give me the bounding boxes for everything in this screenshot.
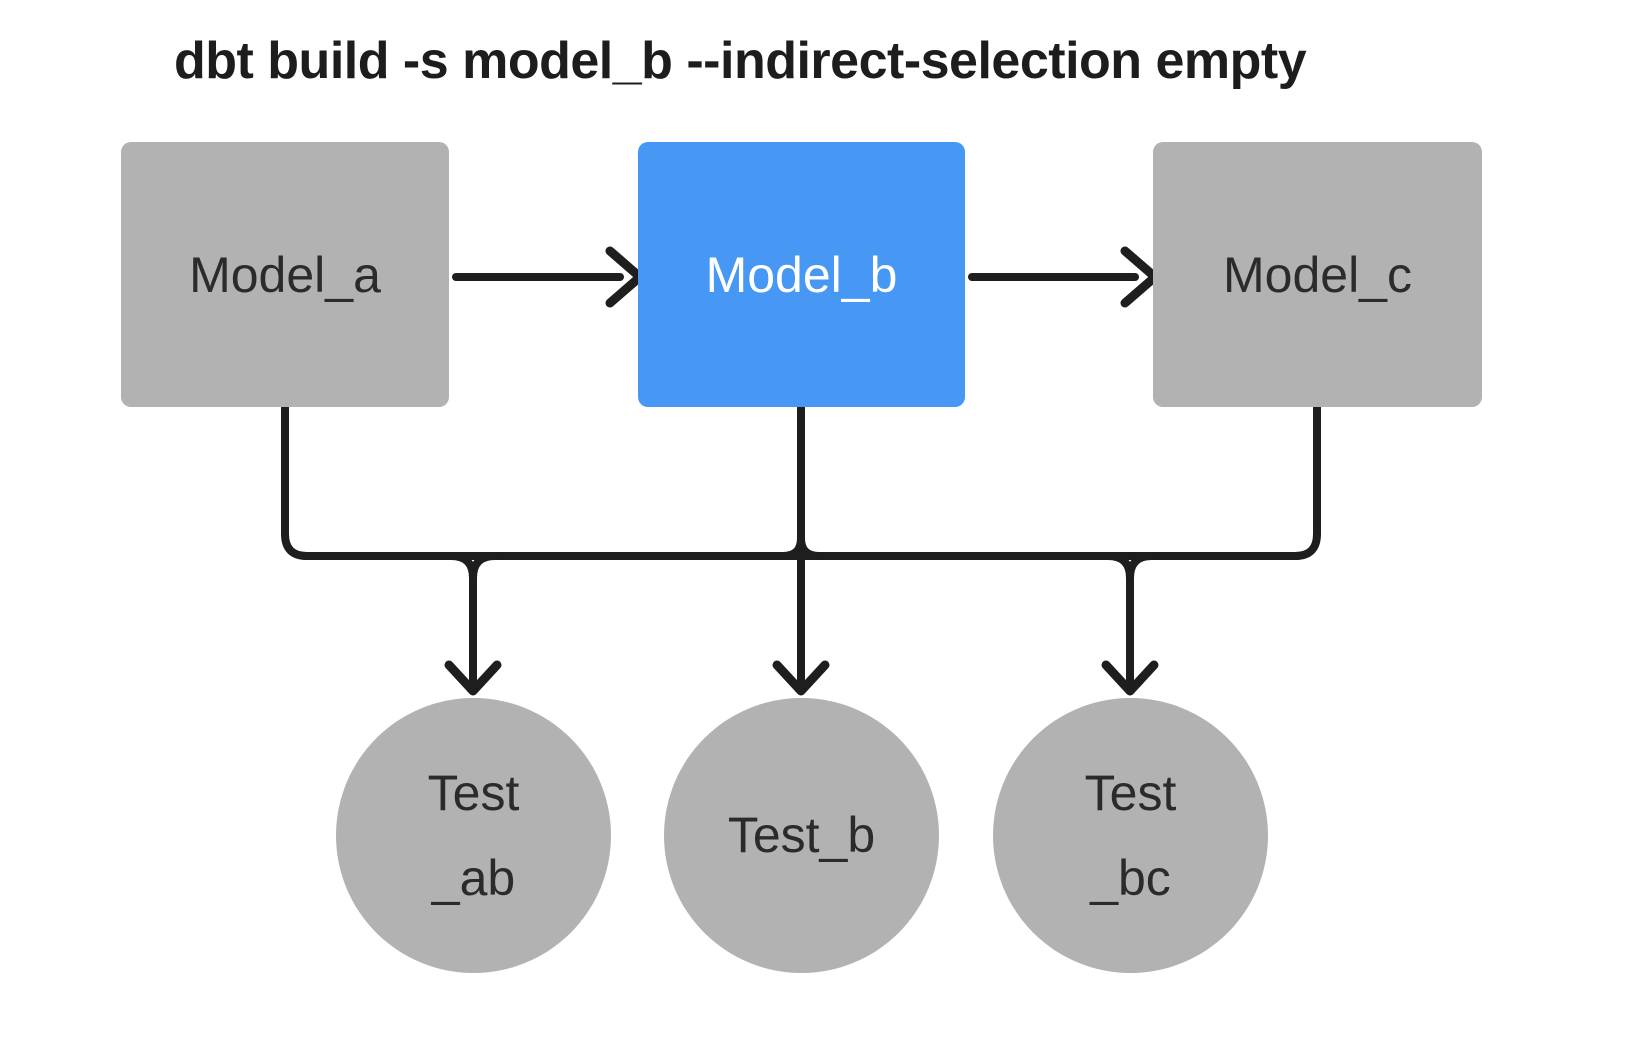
- edge-to-test_ab: [444, 552, 502, 696]
- edge-to-test_bc: [1101, 552, 1159, 696]
- node-test-ab-label-line1: Test: [427, 764, 520, 821]
- node-model-b: Model_b: [638, 142, 965, 407]
- command-title: dbt build -s model_b --indirect-selectio…: [174, 32, 1307, 90]
- node-test-ab-label-line2: _ab: [431, 849, 516, 906]
- node-test-b-label: Test_b: [727, 807, 876, 863]
- edge-model_a-to-model_b: [452, 246, 645, 308]
- node-test-bc-label-line2: _bc: [1090, 849, 1171, 906]
- node-test-ab: Test _ab: [336, 698, 611, 973]
- edge-model_b-to-model_c: [968, 246, 1160, 308]
- node-model-a-label: Model_a: [189, 246, 381, 303]
- node-model-b-label: Model_b: [705, 246, 898, 303]
- node-model-c: Model_c: [1153, 142, 1482, 407]
- node-model-a: Model_a: [121, 142, 449, 407]
- edge-model_b-to-test_b: [772, 403, 830, 696]
- node-model-c-label: Model_c: [1223, 246, 1412, 303]
- node-test-bc: Test _bc: [993, 698, 1268, 973]
- node-test-bc-label-line1: Test: [1084, 764, 1177, 821]
- node-test-b: Test_b: [664, 698, 939, 973]
